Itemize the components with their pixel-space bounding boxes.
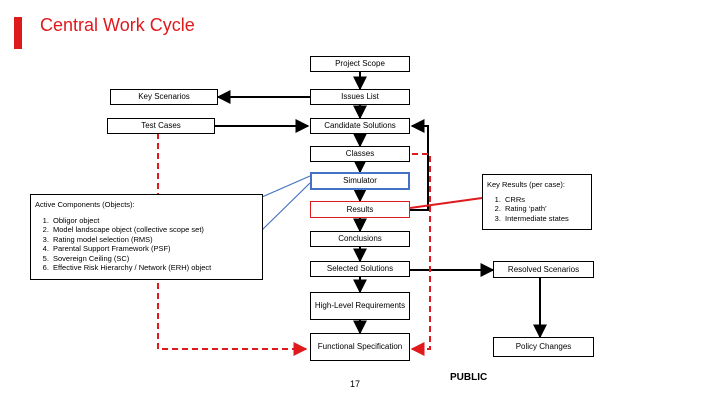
node-issues-list: Issues List bbox=[310, 89, 410, 105]
key-results-list: CRRs Rating ‘path’ Intermediate states bbox=[487, 195, 587, 224]
node-candidate-solutions: Candidate Solutions bbox=[310, 118, 410, 134]
node-selected-solutions: Selected Solutions bbox=[310, 261, 410, 277]
classification-label: PUBLIC bbox=[450, 372, 488, 383]
link-components-simulator-b bbox=[261, 182, 311, 231]
node-resolved-scenarios: Resolved Scenarios bbox=[493, 261, 594, 278]
node-policy-changes: Policy Changes bbox=[493, 337, 594, 357]
key-results-heading: Key Results (per case): bbox=[487, 180, 565, 189]
list-item: Intermediate states bbox=[503, 214, 587, 224]
key-results-panel: Key Results (per case): CRRs Rating ‘pat… bbox=[482, 174, 592, 230]
dashed-loop-right bbox=[410, 153, 431, 356]
node-high-level-requirements: High-Level Requirements bbox=[310, 292, 410, 320]
list-item: Rating model selection (RMS) bbox=[51, 235, 258, 245]
active-components-heading: Active Components (Objects): bbox=[35, 200, 135, 209]
node-conclusions: Conclusions bbox=[310, 231, 410, 247]
node-simulator: Simulator bbox=[310, 172, 410, 190]
node-classes: Classes bbox=[310, 146, 410, 162]
node-results: Results bbox=[310, 201, 410, 218]
list-item: CRRs bbox=[503, 195, 587, 205]
active-components-panel: Active Components (Objects): Obligor obj… bbox=[30, 194, 263, 280]
title-accent-bar bbox=[14, 17, 22, 49]
list-item: Obligor object bbox=[51, 216, 258, 226]
node-key-scenarios: Key Scenarios bbox=[110, 89, 218, 105]
list-item: Model landscape object (collective scope… bbox=[51, 225, 258, 235]
page-title: Central Work Cycle bbox=[40, 15, 195, 35]
node-functional-specification: Functional Specification bbox=[310, 333, 410, 361]
link-components-simulator-a bbox=[261, 175, 311, 198]
list-item: Parental Support Framework (PSF) bbox=[51, 244, 258, 254]
node-test-cases: Test Cases bbox=[107, 118, 215, 134]
active-components-list: Obligor object Model landscape object (c… bbox=[35, 216, 258, 273]
link-results-keyresults bbox=[409, 197, 483, 209]
node-project-scope: Project Scope bbox=[310, 56, 410, 72]
page-number: 17 bbox=[350, 379, 361, 389]
arrow-results-feedback bbox=[410, 119, 429, 211]
list-item: Rating ‘path’ bbox=[503, 204, 587, 214]
list-item: Sovereign Ceiling (SC) bbox=[51, 254, 258, 264]
list-item: Effective Risk Hierarchy / Network (ERH)… bbox=[51, 263, 258, 273]
